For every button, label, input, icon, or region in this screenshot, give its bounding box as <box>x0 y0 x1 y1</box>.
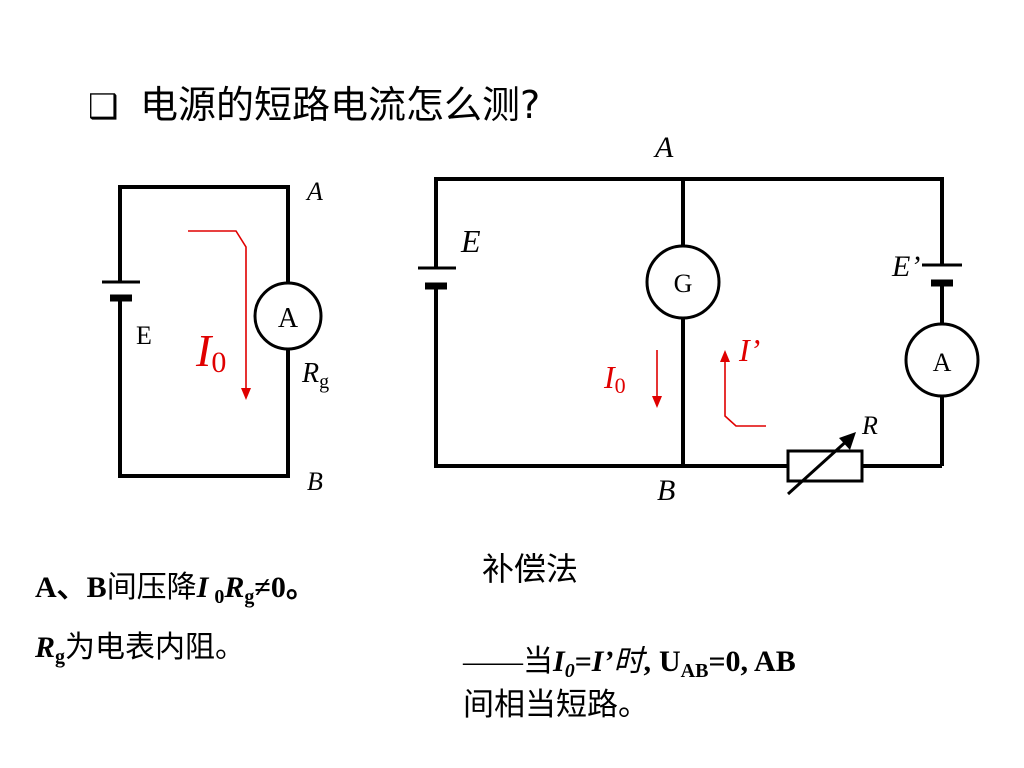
left-node-b: B <box>307 467 323 496</box>
galvanometer: G <box>645 244 721 320</box>
left-ammeter-label: A <box>278 303 299 334</box>
notes-right-ab: AB <box>754 645 796 678</box>
notes-right-eq-zero: =0, <box>708 645 748 678</box>
notes-left-ab: A、B <box>35 571 107 604</box>
right-node-b: B <box>657 474 675 507</box>
notes-left-r2-sub: g <box>55 646 65 668</box>
notes-right-i0-sub: 0 <box>565 660 575 682</box>
left-resistance-subscript: g <box>319 371 329 393</box>
notes-right-line2: 间相当短路。 <box>463 687 649 723</box>
notes-right-iprime: I’ <box>591 645 614 678</box>
right-wire-left-top <box>434 177 944 268</box>
notes-right-when: 当 <box>523 644 553 679</box>
notes-left-r-sub: g <box>244 586 254 608</box>
notes-left-mid: 间压降 <box>107 570 197 605</box>
right-ammeter: A <box>904 322 980 398</box>
right-battery-e <box>418 266 456 290</box>
right-current-i0-subscript: 0 <box>615 373 626 398</box>
notes-left-r2: R <box>34 631 55 664</box>
right-battery-e-prime-label: E’ <box>891 250 920 283</box>
right-battery-e-label: E <box>460 223 481 259</box>
notes-left-i-sub: 0 <box>214 586 224 608</box>
title-text: 电源的短路电流怎么测? <box>140 83 540 127</box>
left-node-a: A <box>305 177 323 206</box>
title: ❑ 电源的短路电流怎么测? <box>88 83 540 127</box>
right-current-i0-arrow <box>652 350 662 408</box>
left-resistance-symbol: R <box>301 358 319 389</box>
notes-right-u-sub: AB <box>681 660 709 682</box>
left-resistance-label: Rg <box>301 358 329 393</box>
right-wire-left-bottom <box>434 286 788 468</box>
notes-right-comma: , <box>643 645 651 678</box>
right-current-i0-label: I0 <box>603 359 626 398</box>
notes-left-line2: Rg为电表内阻。 <box>34 630 245 668</box>
notes-right-method: 补偿法 <box>482 550 578 588</box>
left-wire-top <box>118 185 290 282</box>
right-current-i0-symbol: I <box>603 359 616 395</box>
left-current-subscript: 0 <box>211 346 226 379</box>
notes-left-r: R <box>223 571 244 604</box>
title-bullet: ❑ <box>88 89 118 126</box>
notes-left-line2-text: 为电表内阻。 <box>65 630 245 665</box>
notes-right-line1: ——当I0=I’时,UAB=0,AB <box>462 644 796 682</box>
left-circuit: A A B E Rg I0 <box>102 177 329 496</box>
notes-right-shi: 时 <box>613 644 647 679</box>
notes-right-i0: I <box>552 645 566 678</box>
right-current-iprime-arrow <box>720 350 766 427</box>
left-current-label: I0 <box>195 325 226 379</box>
rheostat-label: R <box>861 411 878 440</box>
right-node-a: A <box>653 131 674 164</box>
galvanometer-label: G <box>674 269 693 298</box>
left-battery-label: E <box>136 321 152 350</box>
notes-right-u: U <box>659 645 681 678</box>
notes-left-suffix: ≠0。 <box>254 571 315 604</box>
notes-left-i: I <box>196 571 210 604</box>
notes-right-dash: —— <box>462 645 524 678</box>
notes-right-eq: = <box>575 645 592 678</box>
left-wire-bottom <box>118 300 290 478</box>
right-current-iprime-label: I’ <box>738 332 760 368</box>
left-battery <box>102 280 140 302</box>
right-circuit: G A A B E E’ R I0 I’ <box>418 131 980 507</box>
right-ammeter-label: A <box>933 348 952 377</box>
rheostat <box>786 432 864 496</box>
left-ammeter: A <box>253 281 323 351</box>
left-current-arrow <box>188 230 251 400</box>
left-current-symbol: I <box>195 325 214 376</box>
right-battery-e-prime <box>922 263 962 287</box>
notes-right: 补偿法 ——当I0=I’时,UAB=0,AB 间相当短路。 <box>462 550 796 723</box>
